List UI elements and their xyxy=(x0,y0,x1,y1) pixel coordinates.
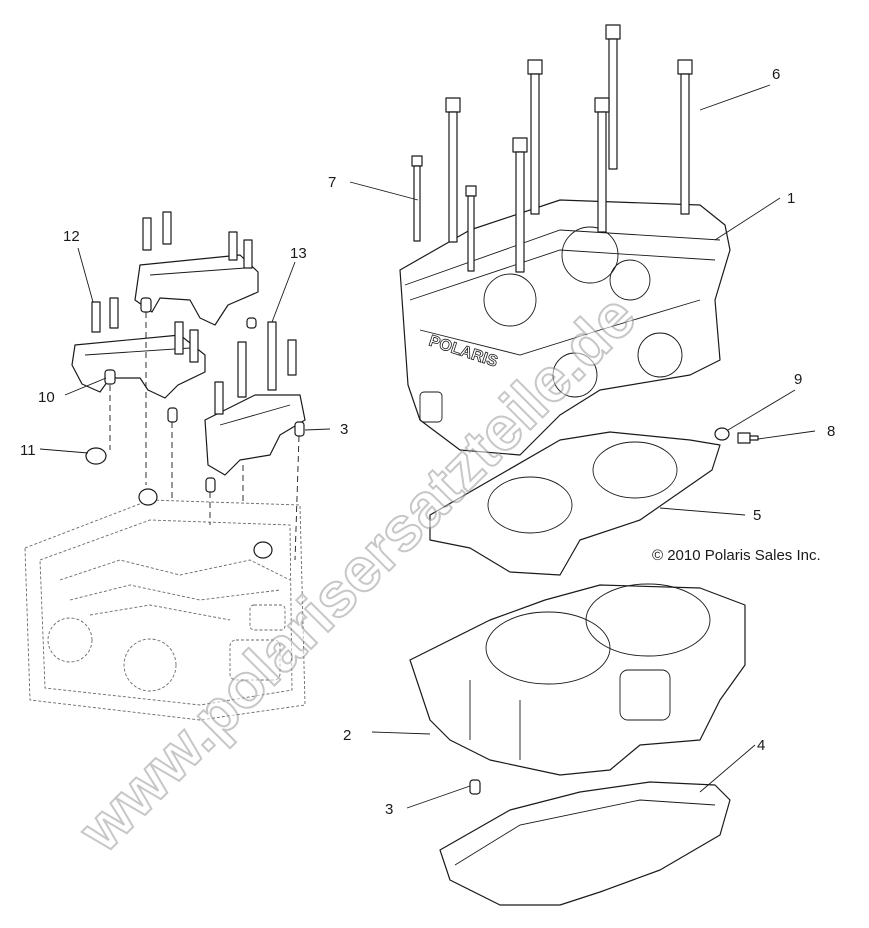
callout-13: 13 xyxy=(290,245,307,262)
callout-labels: 1 2 3 3 4 5 6 7 8 9 10 11 12 13 xyxy=(20,66,835,818)
copyright-text: © 2010 Polaris Sales Inc. xyxy=(652,547,821,564)
callout-1: 1 xyxy=(787,190,795,207)
callout-4: 4 xyxy=(757,737,765,754)
head-gasket xyxy=(429,431,721,576)
dowel-pins-left xyxy=(85,297,305,559)
callout-7: 7 xyxy=(328,174,336,191)
callout-8: 8 xyxy=(827,423,835,440)
callout-3-upper: 3 xyxy=(340,421,348,438)
camshaft-cap-lower xyxy=(71,334,206,399)
cam-tensioner-block xyxy=(204,394,306,476)
cylinder-head: POLARIS xyxy=(399,199,731,456)
camshaft-cap-upper xyxy=(134,254,259,326)
alignment-lines-left xyxy=(109,312,300,561)
callout-12: 12 xyxy=(63,228,80,245)
head-bolts xyxy=(411,24,693,273)
callout-2: 2 xyxy=(343,727,351,744)
washer-and-bolt xyxy=(714,427,759,444)
callout-11: 11 xyxy=(20,442,36,459)
callout-5: 5 xyxy=(753,507,761,524)
dowel-pin-lower xyxy=(469,779,481,795)
cap-bolts-12 xyxy=(91,211,253,415)
leader-lines xyxy=(39,84,816,809)
ghost-cylinder-head xyxy=(24,499,306,721)
cylinder-block xyxy=(409,583,746,776)
callout-6: 6 xyxy=(772,66,780,83)
long-bolts-13 xyxy=(237,321,297,398)
callout-9: 9 xyxy=(794,371,802,388)
base-gasket xyxy=(439,781,731,906)
callout-3-lower: 3 xyxy=(385,801,393,818)
callout-10: 10 xyxy=(38,389,55,406)
